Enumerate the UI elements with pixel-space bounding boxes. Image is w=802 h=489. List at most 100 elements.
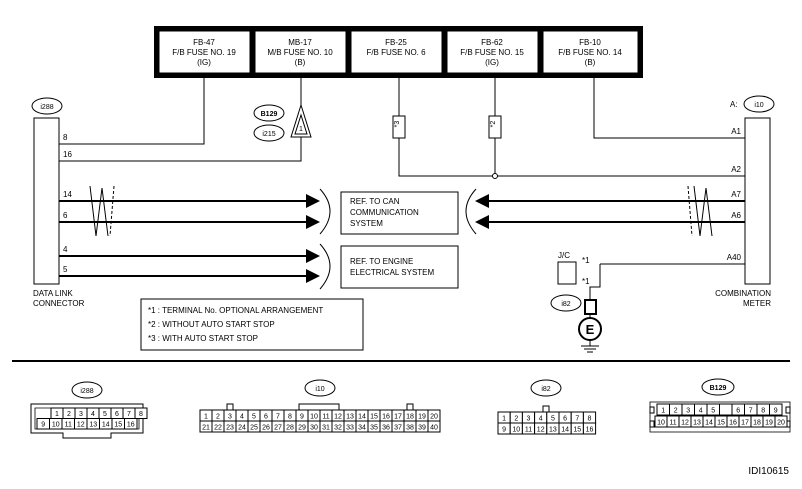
pin-8: 8: [63, 133, 68, 142]
meter-label-2: METER: [743, 299, 771, 308]
terminal-number: 26: [262, 425, 270, 432]
view-name: B129: [710, 385, 727, 392]
terminal-number: 7: [575, 416, 579, 423]
terminal-number: 30: [310, 425, 318, 432]
terminal-cell: [427, 420, 441, 433]
fuse-desc: M/B FUSE NO. 10: [267, 48, 333, 57]
terminal-cell: [769, 403, 783, 416]
terminal-number: 5: [551, 416, 555, 423]
terminal-number: 15: [573, 427, 581, 434]
terminal-number: 2: [216, 414, 220, 421]
terminal-number: 11: [669, 420, 676, 427]
ground-symbol-e: E: [586, 322, 595, 337]
terminal-number: 12: [681, 420, 689, 427]
terminal-number: 10: [310, 414, 318, 421]
terminal-number: 40: [430, 425, 438, 432]
terminal-number: 28: [286, 425, 294, 432]
triangle-mark: 1: [299, 126, 303, 133]
arrows: [306, 188, 489, 290]
ref-can-line-3: SYSTEM: [350, 219, 383, 228]
terminal-number: 13: [693, 420, 701, 427]
ref-can-box: REF. TO CAN COMMUNICATION SYSTEM: [340, 191, 459, 235]
terminal-number: 14: [561, 427, 569, 434]
fuse-4: FB-62 F/B FUSE NO. 15 (IG): [460, 38, 524, 67]
jc-mark-1: *1: [582, 256, 590, 265]
terminal-number: 33: [346, 425, 354, 432]
ref-engine-line-2: ELECTRICAL SYSTEM: [350, 268, 435, 277]
terminal-number: 29: [298, 425, 306, 432]
fuse-3: FB-25 F/B FUSE NO. 6: [366, 38, 426, 57]
connector-id-badge: [31, 97, 63, 115]
terminal-number: 8: [288, 414, 292, 421]
fuse-5: FB-10 F/B FUSE NO. 14 (B): [558, 38, 622, 67]
combination-meter: A: i10 COMBINATION METER: [715, 95, 775, 308]
terminal-number: 21: [202, 425, 210, 432]
pin-a1: A1: [731, 127, 741, 136]
dlc-label-2: CONNECTOR: [33, 299, 85, 308]
connector-i82: i82: [561, 301, 570, 308]
left-pin-labels: 8 16 14 6 4 5: [63, 133, 72, 274]
terminal-number: 9: [300, 414, 304, 421]
fuse-1: FB-47 F/B FUSE NO. 19 (IG): [172, 38, 236, 67]
fuse-name: MB-17: [288, 38, 312, 47]
fuse-desc: F/B FUSE NO. 14: [558, 48, 622, 57]
terminal-number: 25: [250, 425, 258, 432]
terminal-number: 5: [711, 408, 715, 415]
terminal-number: 11: [65, 422, 72, 429]
marker-3: *3: [394, 121, 401, 128]
terminal-number: 13: [346, 414, 354, 421]
terminal-cell: [719, 403, 733, 416]
b129-i215-junction: B129 i215 1: [253, 103, 312, 142]
joint-connector: J/C *1 *1 i82 E: [550, 251, 602, 353]
terminal-number: 4: [91, 411, 95, 418]
terminal-number: 15: [717, 420, 725, 427]
note-2: *2 : WITHOUT AUTO START STOP: [148, 320, 275, 329]
terminal-number: 10: [52, 422, 60, 429]
fuse-desc: F/B FUSE NO. 19: [172, 48, 236, 57]
terminal-number: 12: [334, 414, 342, 421]
terminal-number: 18: [406, 414, 414, 421]
terminal-number: 3: [228, 414, 232, 421]
terminal-number: 1: [502, 416, 506, 423]
terminal-number: 14: [358, 414, 366, 421]
terminal-number: 8: [139, 411, 143, 418]
data-link-connector: i288 DATA LINK CONNECTOR: [31, 97, 85, 308]
terminal-number: 17: [741, 420, 749, 427]
terminal-number: 17: [394, 414, 402, 421]
view-name: i288: [80, 388, 93, 395]
terminal-number: 7: [749, 408, 753, 415]
terminal-cell: [134, 407, 148, 419]
terminal-number: 5: [103, 411, 107, 418]
terminal-number: 4: [699, 408, 703, 415]
terminal-number: 5: [252, 414, 256, 421]
terminal-cell: [774, 415, 788, 428]
fuse-supply: (B): [295, 58, 306, 67]
connector-id: i288: [40, 104, 53, 111]
connector-id-badge: [743, 95, 775, 113]
terminal-number: 14: [102, 422, 110, 429]
wires: [59, 78, 745, 300]
terminal-number: 4: [539, 416, 543, 423]
terminal-number: 6: [736, 408, 740, 415]
right-pin-labels: A1 A2 A7 A6 A40: [727, 127, 742, 262]
terminal-number: 3: [686, 408, 690, 415]
terminal-number: 16: [127, 422, 135, 429]
terminal-number: 1: [661, 408, 665, 415]
terminal-number: 6: [563, 416, 567, 423]
fuse-supply: (IG): [197, 58, 211, 67]
terminal-number: 8: [761, 408, 765, 415]
pin-16: 16: [63, 150, 72, 159]
pin-a7: A7: [731, 190, 741, 199]
fuse-name: FB-10: [579, 38, 601, 47]
view-name: i82: [541, 386, 550, 393]
terminal-number: 24: [238, 425, 246, 432]
terminal-number: 20: [430, 414, 438, 421]
terminal-number: 8: [588, 416, 592, 423]
terminal-number: 15: [370, 414, 378, 421]
fuse-name: FB-47: [193, 38, 215, 47]
terminal-number: 9: [502, 427, 506, 434]
terminal-number: 11: [525, 427, 532, 434]
note-3: *3 : WITH AUTO START STOP: [148, 334, 258, 343]
